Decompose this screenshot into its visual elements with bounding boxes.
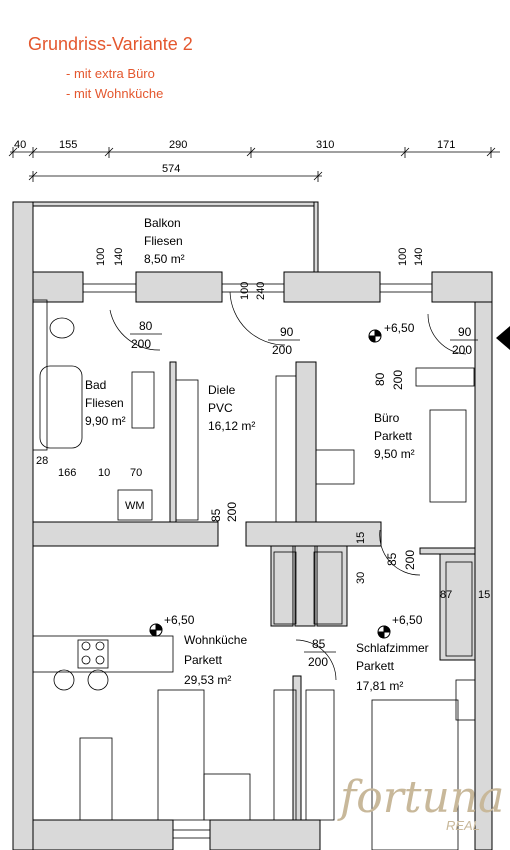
dim-290: 290 xyxy=(169,139,187,151)
kitchen-fixtures xyxy=(32,635,251,821)
door-bad-h: 200 xyxy=(131,337,151,351)
door-balk-w: 90 xyxy=(280,325,294,339)
dim-40: 40 xyxy=(14,139,26,151)
schlafzimmer-name: Schlafzimmer xyxy=(356,641,429,655)
win-left-a: 100 xyxy=(95,248,107,266)
dimension-chain-top xyxy=(8,147,500,182)
dim-15b: 15 xyxy=(478,589,490,601)
note-extra-office: - mit extra Büro xyxy=(66,66,155,81)
buero-area: 9,50 m² xyxy=(374,447,415,461)
door-schlaf-h: 200 xyxy=(403,550,417,570)
door-diele-h: 200 xyxy=(225,502,239,522)
furniture xyxy=(175,367,476,850)
elevation-bedroom: +6,50 xyxy=(392,613,423,627)
bad-dim-166: 166 xyxy=(58,467,76,479)
balkon-name: Balkon xyxy=(144,216,181,230)
door-swings xyxy=(109,291,467,681)
door-bad-w: 80 xyxy=(139,319,153,333)
north-arrow-icon xyxy=(496,326,510,350)
door-buero-w: 80 xyxy=(373,372,387,386)
wohnkueche-name: Wohnküche xyxy=(184,633,247,647)
wohnkueche-area: 29,53 m² xyxy=(184,673,231,687)
door-diele-w: 85 xyxy=(209,508,223,522)
schlafzimmer-floor: Parkett xyxy=(356,659,395,673)
door-balk-h: 200 xyxy=(272,343,292,357)
dim-15a: 15 xyxy=(355,532,367,544)
windows xyxy=(82,283,433,839)
door-kitchen-w: 85 xyxy=(312,637,326,651)
diele-area: 16,12 m² xyxy=(208,419,255,433)
elevation-markers xyxy=(149,329,391,639)
plan-title: Grundriss-Variante 2 xyxy=(28,34,193,54)
bad-name: Bad xyxy=(85,378,106,392)
diele-floor: PVC xyxy=(208,401,233,415)
balkon-floor: Fliesen xyxy=(144,234,183,248)
elevation-kitchen: +6,50 xyxy=(164,613,195,627)
door-kitchen-h: 200 xyxy=(308,655,328,669)
dim-310: 310 xyxy=(316,139,334,151)
bad-dim-10: 10 xyxy=(98,467,110,479)
bath-fixtures xyxy=(32,299,155,521)
elevation-top: +6,50 xyxy=(384,321,415,335)
logo-sub: REAL xyxy=(446,818,480,833)
win-right-a: 100 xyxy=(397,248,409,266)
bad-dim-28: 28 xyxy=(36,455,48,467)
win-mid-b: 240 xyxy=(255,282,267,300)
win-left-b: 140 xyxy=(113,248,125,266)
balkon-area: 8,50 m² xyxy=(144,252,185,266)
door-schlaf-w: 85 xyxy=(385,552,399,566)
bad-floor: Fliesen xyxy=(85,396,124,410)
schlafzimmer-area: 17,81 m² xyxy=(356,679,403,693)
win-right-b: 140 xyxy=(413,248,425,266)
door-right-h: 200 xyxy=(452,343,472,357)
dim-30: 30 xyxy=(355,572,367,584)
bad-area: 9,90 m² xyxy=(85,414,126,428)
door-buero-h: 200 xyxy=(391,370,405,390)
dim-171: 171 xyxy=(437,139,455,151)
buero-name: Büro xyxy=(374,411,400,425)
walls xyxy=(12,201,493,850)
buero-floor: Parkett xyxy=(374,429,413,443)
dim-87: 87 xyxy=(440,589,452,601)
logo-text: fortuna xyxy=(337,772,504,823)
note-kitchen: - mit Wohnküche xyxy=(66,86,164,101)
bad-dim-70: 70 xyxy=(130,467,142,479)
door-right-w: 90 xyxy=(458,325,472,339)
dim-155: 155 xyxy=(59,139,77,151)
wohnkueche-floor: Parkett xyxy=(184,653,223,667)
dim-574: 574 xyxy=(162,163,180,175)
win-mid-a: 100 xyxy=(239,282,251,300)
diele-name: Diele xyxy=(208,383,236,397)
wm-label: WM xyxy=(125,500,145,512)
